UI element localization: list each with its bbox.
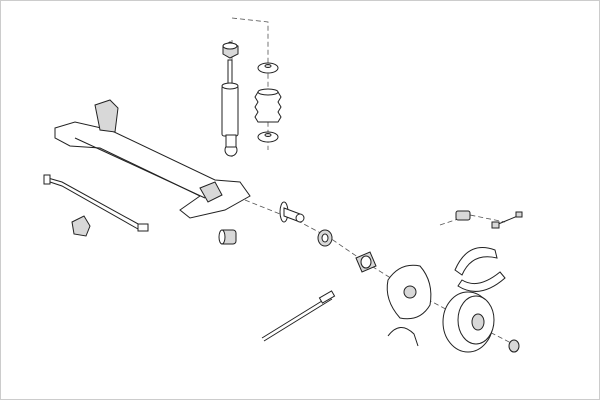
lower-mount-washer [257,131,279,143]
stub-axle [279,201,305,223]
upper-mount-washer [257,62,279,74]
spring-seat [199,181,223,203]
dust-boot [254,88,282,123]
abs-sensor [491,211,523,229]
brake-cable [43,174,149,232]
axle-bushing [218,229,237,245]
spring-clip [387,327,419,347]
rear-axle-beam [54,99,251,219]
brake-backing-plate [386,264,432,320]
wheel-cylinder [455,210,471,221]
wheel-bearing [317,229,333,247]
cable-bracket [71,215,91,237]
brake-shoes [454,247,506,292]
hub-cap [508,339,520,353]
shock-absorber [221,59,239,157]
hub-bearing [355,251,377,273]
brake-drum [442,291,495,353]
axle-mount-bracket [94,99,119,133]
handbrake-cable [261,290,336,342]
shock-absorber-nut [222,41,239,59]
